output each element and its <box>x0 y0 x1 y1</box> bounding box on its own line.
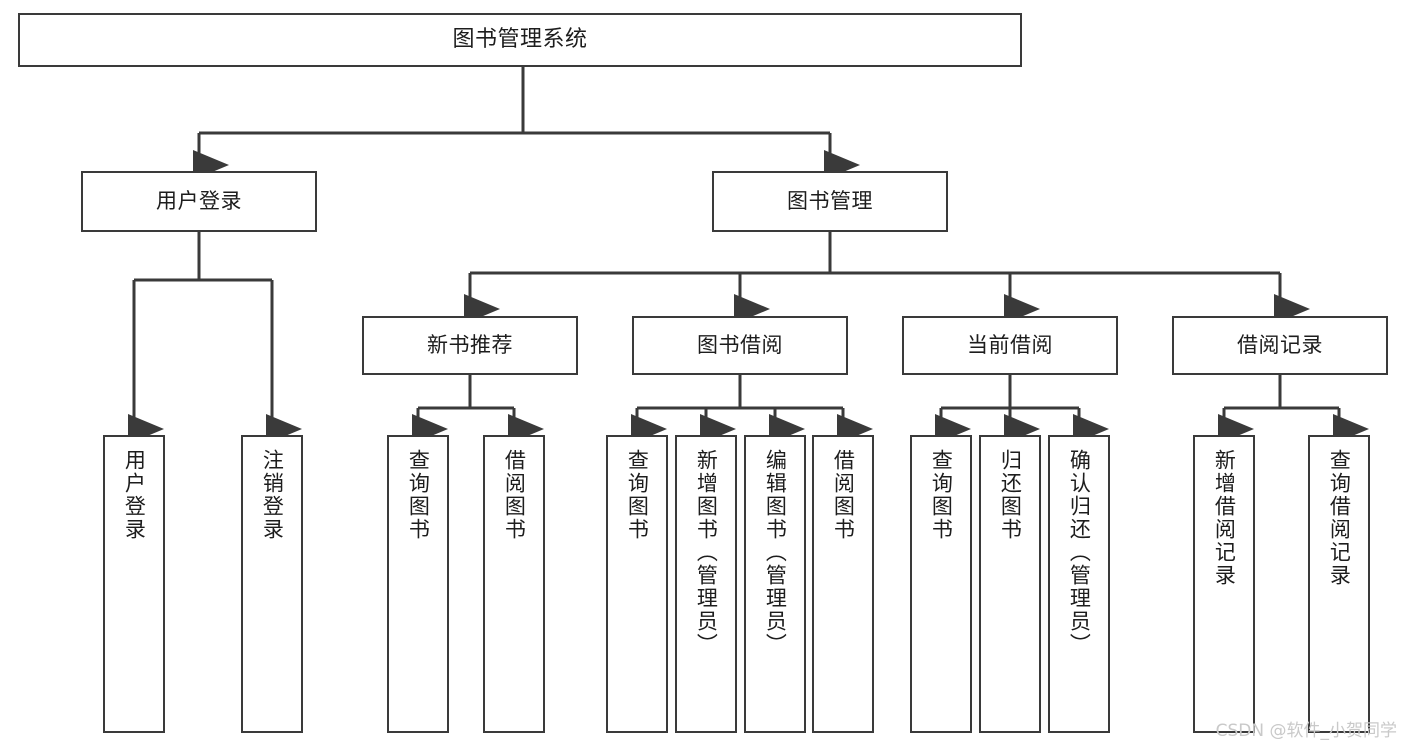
leaf-return-book[interactable]: 归还图书 <box>979 435 1041 733</box>
node-label: 借阅记录 <box>1237 333 1323 358</box>
node-label: 新增借阅记录 <box>1212 449 1237 587</box>
leaf-query-record[interactable]: 查询借阅记录 <box>1308 435 1370 733</box>
node-new-book-recommend[interactable]: 新书推荐 <box>362 316 578 375</box>
node-label: 新书推荐 <box>427 333 513 358</box>
node-label: 查询图书 <box>625 449 650 541</box>
leaf-add-book[interactable]: 新增图书（管理员） <box>675 435 737 733</box>
node-label: 查询图书 <box>929 449 954 541</box>
leaf-query-book-borrow[interactable]: 查询图书 <box>606 435 668 733</box>
node-label: 图书管理 <box>787 189 873 214</box>
leaf-borrow-book-recommend[interactable]: 借阅图书 <box>483 435 545 733</box>
node-user-login[interactable]: 用户登录 <box>81 171 317 232</box>
node-book-manage[interactable]: 图书管理 <box>712 171 948 232</box>
node-label: 归还图书 <box>998 449 1023 541</box>
node-borrow-record[interactable]: 借阅记录 <box>1172 316 1388 375</box>
node-root-system[interactable]: 图书管理系统 <box>18 13 1022 67</box>
node-label: 当前借阅 <box>967 333 1053 358</box>
leaf-query-book-recommend[interactable]: 查询图书 <box>387 435 449 733</box>
node-label: 查询图书 <box>406 449 431 541</box>
node-label: 借阅图书 <box>502 449 527 541</box>
node-label: 图书借阅 <box>697 333 783 358</box>
node-label: 确认归还（管理员） <box>1067 449 1092 656</box>
node-label: 查询借阅记录 <box>1327 449 1352 587</box>
node-label: 借阅图书 <box>831 449 856 541</box>
node-label: 图书管理系统 <box>452 27 588 53</box>
leaf-borrow-book[interactable]: 借阅图书 <box>812 435 874 733</box>
node-label: 新增图书（管理员） <box>694 449 719 656</box>
leaf-add-record[interactable]: 新增借阅记录 <box>1193 435 1255 733</box>
leaf-confirm-return[interactable]: 确认归还（管理员） <box>1048 435 1110 733</box>
node-label: 用户登录 <box>122 449 147 541</box>
node-current-borrow[interactable]: 当前借阅 <box>902 316 1118 375</box>
leaf-user-login[interactable]: 用户登录 <box>103 435 165 733</box>
node-label: 编辑图书（管理员） <box>763 449 788 656</box>
leaf-edit-book[interactable]: 编辑图书（管理员） <box>744 435 806 733</box>
leaf-logout[interactable]: 注销登录 <box>241 435 303 733</box>
node-label: 用户登录 <box>156 189 242 214</box>
node-book-borrow[interactable]: 图书借阅 <box>632 316 848 375</box>
leaf-query-book-current[interactable]: 查询图书 <box>910 435 972 733</box>
node-label: 注销登录 <box>260 449 285 541</box>
